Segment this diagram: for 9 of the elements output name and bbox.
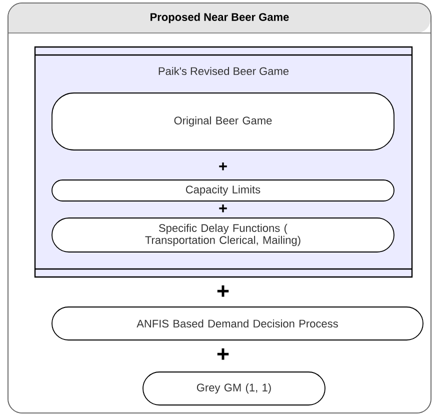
plus-sign: + xyxy=(217,285,229,297)
plus-sign: + xyxy=(219,162,227,170)
plus-sign: + xyxy=(219,204,227,212)
rounded-box: Original Beer Game xyxy=(52,92,394,150)
plus-sign: + xyxy=(217,348,229,360)
rounded-box: Grey GM (1, 1) xyxy=(142,372,326,406)
rounded-box: Capacity Limits xyxy=(52,180,394,202)
rounded-box: Specific Delay Functions ( Transportation Clerical, Mailing) xyxy=(52,218,394,252)
rounded-box: ANFIS Based Demand Decision Process xyxy=(52,306,424,340)
